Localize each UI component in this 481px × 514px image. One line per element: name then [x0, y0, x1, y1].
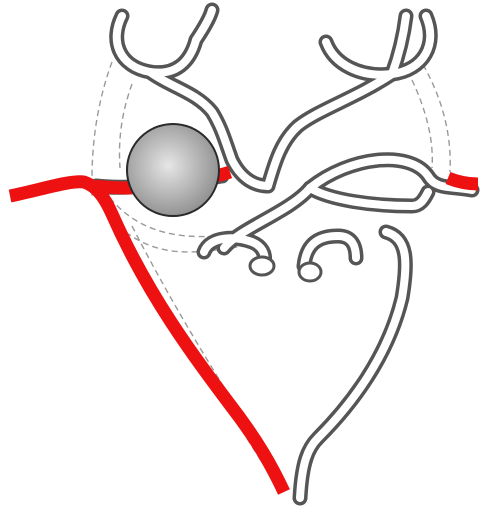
dashed-outline-right-outer — [418, 56, 450, 172]
vessel-network-inner — [96, 10, 472, 498]
circular-marker — [127, 124, 219, 216]
highlighted-path-arch-segment — [96, 186, 132, 188]
dashed-outline-right-inner — [412, 80, 432, 168]
vessel-left-upper-branch-lumen — [117, 16, 196, 73]
node-right — [299, 263, 321, 281]
vessel-right-upper-branch-lumen — [326, 16, 430, 75]
highlighted-path-right-segment — [448, 178, 478, 184]
highlighted-path-group — [10, 172, 478, 492]
dashed-outline-left-outer — [92, 62, 112, 198]
node-left — [250, 257, 274, 275]
vessel-network-outline — [96, 10, 472, 498]
vessel-left-descending-lumen — [224, 188, 310, 248]
